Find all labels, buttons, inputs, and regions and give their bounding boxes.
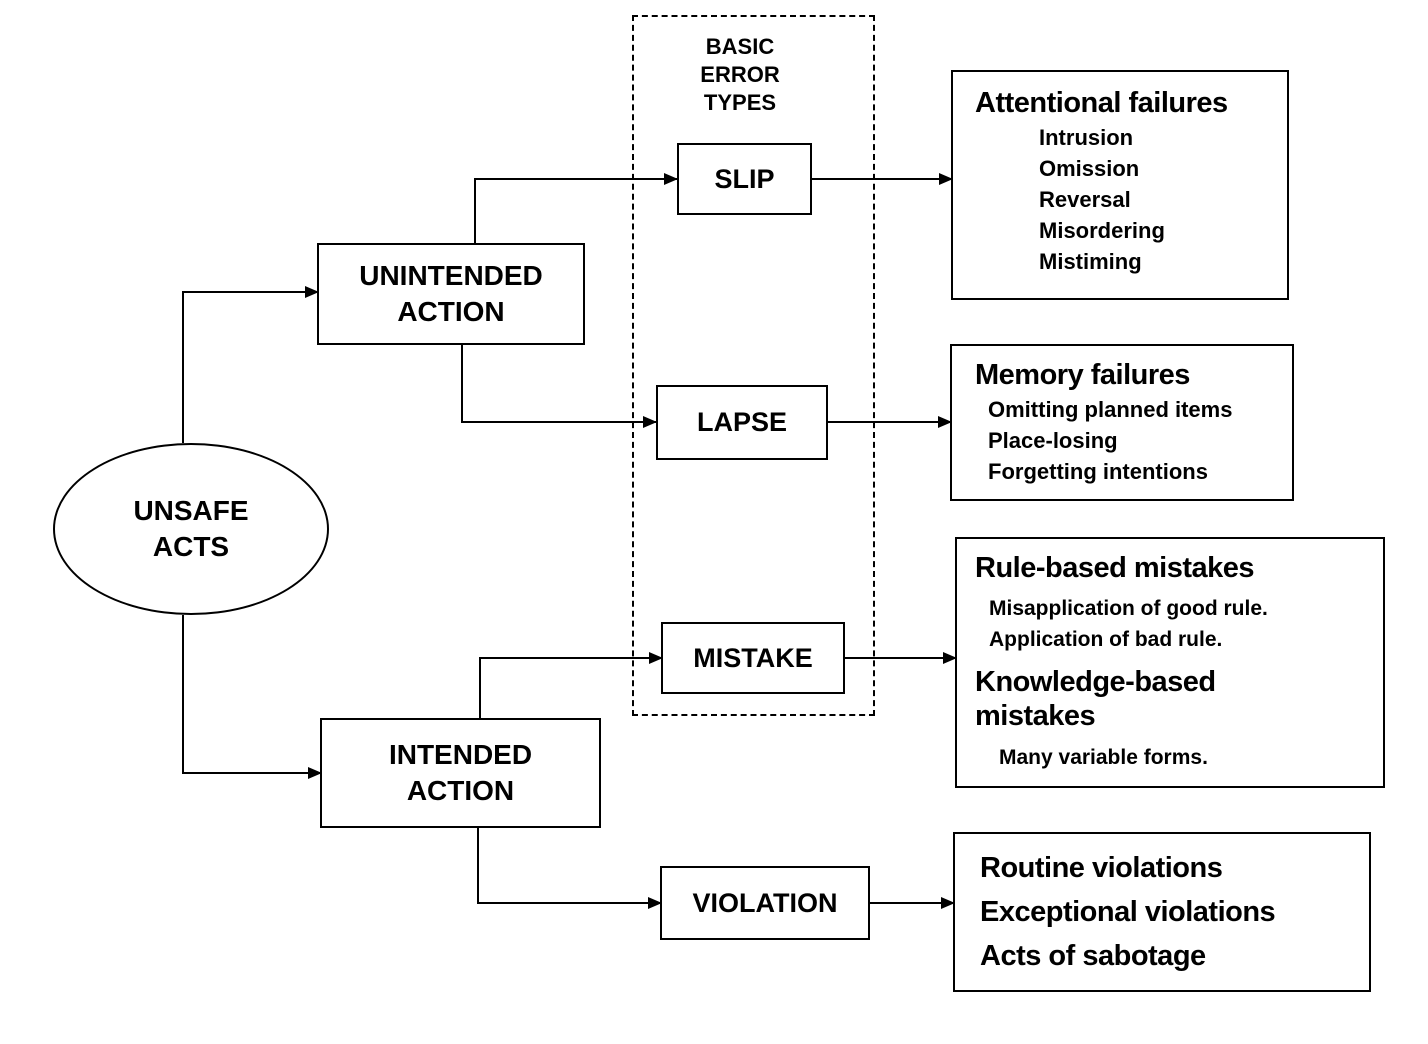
list-item: Routine violations	[980, 852, 1223, 884]
attentional-failures-list: Intrusion Omission Reversal Misordering …	[1039, 122, 1165, 277]
arrow-intended-to-mistake	[479, 652, 663, 718]
arrow-unsafe-to-unintended	[182, 286, 319, 443]
rule-based-title: Rule-based mistakes	[975, 552, 1255, 584]
violation-node: VIOLATION	[660, 866, 870, 940]
lapse-node: LAPSE	[656, 385, 828, 460]
memory-failures-box: Memory failures Omitting planned items P…	[950, 344, 1294, 501]
mistakes-box: Rule-based mistakes Misapplication of go…	[955, 537, 1385, 788]
intended-action-node: INTENDED ACTION	[320, 718, 601, 828]
list-item: Mistiming	[1039, 249, 1142, 274]
list-item: Exceptional violations	[980, 896, 1276, 928]
memory-failures-title: Memory failures	[975, 359, 1190, 391]
list-item: Intrusion	[1039, 125, 1134, 150]
list-item: Acts of sabotage	[980, 940, 1206, 972]
slip-node: SLIP	[677, 143, 812, 215]
rule-based-list: Misapplication of good rule. Application…	[989, 593, 1268, 655]
basic-error-types-frame	[632, 15, 875, 716]
list-item: Misapplication of good rule.	[989, 597, 1268, 620]
arrow-unsafe-to-intended	[182, 615, 322, 779]
arrow-unintended-to-lapse	[461, 345, 657, 428]
attentional-failures-box: Attentional failures Intrusion Omission …	[951, 70, 1289, 300]
unintended-action-node: UNINTENDED ACTION	[317, 243, 585, 345]
violations-list: Routine violations Exceptional violation…	[980, 846, 1276, 978]
basic-error-types-label: BASIC ERROR TYPES	[700, 34, 780, 115]
knowledge-based-list: Many variable forms.	[999, 742, 1208, 773]
list-item: Many variable forms.	[999, 746, 1208, 769]
mistake-node: MISTAKE	[661, 622, 845, 694]
unsafe-acts-node: UNSAFE ACTS	[53, 443, 329, 615]
list-item: Misordering	[1039, 218, 1165, 243]
attentional-failures-title: Attentional failures	[975, 87, 1228, 119]
arrow-unintended-to-slip	[474, 173, 678, 243]
list-item: Reversal	[1039, 187, 1131, 212]
list-item: Place-losing	[988, 428, 1118, 453]
list-item: Omission	[1039, 156, 1140, 181]
list-item: Application of bad rule.	[989, 628, 1223, 651]
violations-box: Routine violations Exceptional violation…	[953, 832, 1371, 992]
memory-failures-list: Omitting planned items Place-losing Forg…	[988, 394, 1232, 487]
list-item: Forgetting intentions	[988, 459, 1208, 484]
arrow-intended-to-violation	[477, 828, 662, 909]
knowledge-based-title: Knowledge-based mistakes	[975, 666, 1216, 732]
list-item: Omitting planned items	[988, 397, 1233, 422]
